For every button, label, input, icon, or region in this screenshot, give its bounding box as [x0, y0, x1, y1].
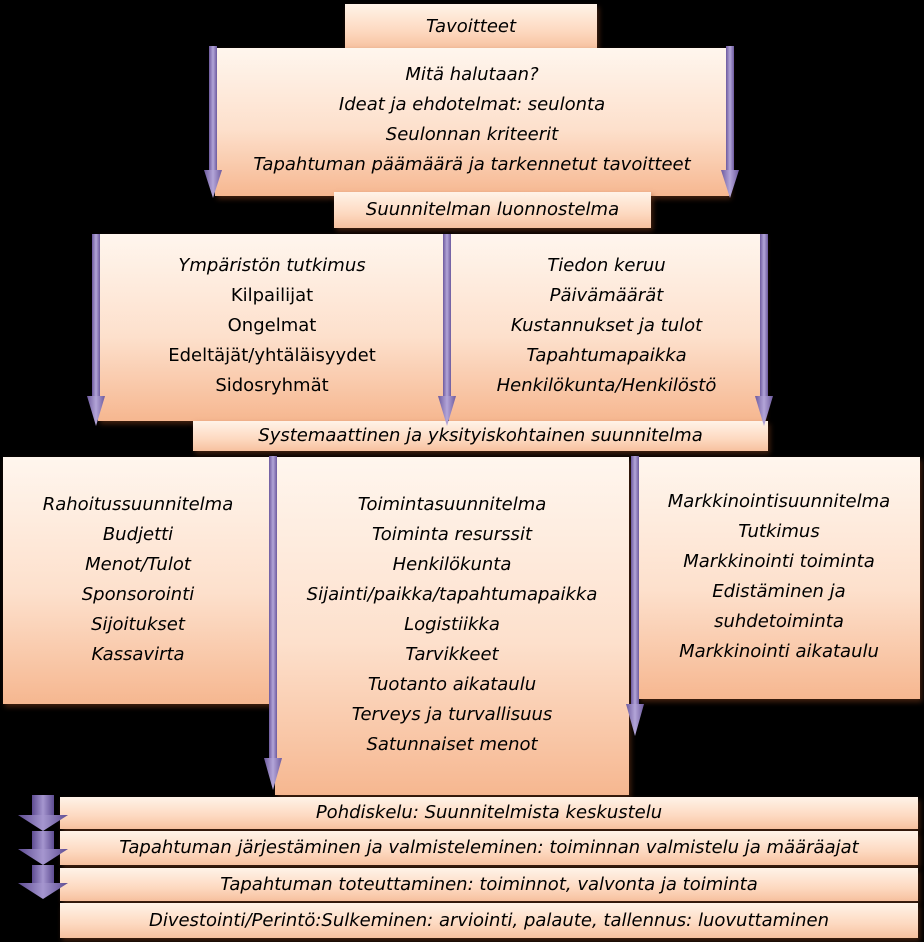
- information-gathering-box: Tiedon keruu Päivämäärät Kustannukset ja…: [449, 234, 764, 421]
- operations-line: Logistiikka: [404, 614, 500, 635]
- step-execution-label: Tapahtuman toteuttaminen: toiminnot, val…: [220, 873, 758, 895]
- environment-research-box: Ympäristön tutkimus Kilpailijat Ongelmat…: [98, 234, 446, 421]
- info-line: Päivämäärät: [549, 285, 664, 306]
- goals-box: Mitä halutaan? Ideat ja ehdotelmat: seul…: [215, 48, 729, 196]
- marketing-line: Markkinointi toiminta: [683, 551, 875, 572]
- goals-line: Ideat ja ehdotelmat: seulonta: [338, 94, 606, 115]
- marketing-line: suhdetoiminta: [714, 611, 844, 632]
- operations-line: Toiminta resurssit: [371, 524, 532, 545]
- finance-line: Menot/Tulot: [85, 554, 191, 575]
- operations-line: Sijainti/paikka/tapahtumapaikka: [306, 584, 598, 605]
- step-closing-bar: Divestointi/Perintö:Sulkeminen: arvioint…: [60, 903, 918, 938]
- systematic-plan-box: Systemaattinen ja yksityiskohtainen suun…: [193, 421, 768, 451]
- marketing-line: Markkinointisuunnitelma: [667, 491, 891, 512]
- systematic-plan-title: Systemaattinen ja yksityiskohtainen suun…: [258, 425, 703, 446]
- research-line: Kilpailijat: [230, 285, 314, 306]
- finance-line: Sponsorointi: [81, 584, 195, 605]
- operations-line: Tuotanto aikataulu: [367, 674, 537, 695]
- arrow-down-icon: [264, 456, 282, 790]
- info-line: Tiedon keruu: [547, 255, 666, 276]
- stacked-arrows-icon: [18, 795, 68, 899]
- goals-line: Tapahtuman päämäärä ja tarkennetut tavoi…: [253, 154, 691, 175]
- goals-line: Mitä halutaan?: [405, 64, 539, 85]
- info-line: Henkilökunta/Henkilöstö: [496, 375, 717, 396]
- info-line: Tapahtumapaikka: [526, 345, 687, 366]
- finance-plan-box: Rahoitussuunnitelma Budjetti Menot/Tulot…: [3, 457, 273, 704]
- marketing-line: Markkinointi aikataulu: [679, 641, 879, 662]
- marketing-line: Edistäminen ja: [712, 581, 846, 602]
- arrow-down-icon: [721, 46, 739, 198]
- operations-line: Terveys ja turvallisuus: [351, 704, 553, 725]
- operations-line: Toimintasuunnitelma: [357, 494, 547, 515]
- step-reflection-bar: Pohdiskelu: Suunnitelmista keskustelu: [60, 797, 918, 829]
- operations-plan-box: Toimintasuunnitelma Toiminta resurssit H…: [275, 457, 629, 795]
- finance-line: Budjetti: [102, 524, 174, 545]
- goals-title: Tavoitteet: [425, 15, 517, 37]
- arrow-down-icon: [87, 234, 105, 426]
- marketing-plan-box: Markkinointisuunnitelma Tutkimus Markkin…: [638, 457, 920, 699]
- draft-plan-title: Suunnitelman luonnostelma: [365, 199, 620, 220]
- draft-plan-box: Suunnitelman luonnostelma: [334, 192, 651, 228]
- operations-line: Henkilökunta: [392, 554, 512, 575]
- arrow-down-icon: [755, 234, 773, 426]
- step-preparation-label: Tapahtuman järjestäminen ja valmistelemi…: [119, 837, 859, 858]
- step-preparation-bar: Tapahtuman järjestäminen ja valmistelemi…: [60, 831, 918, 865]
- arrow-down-icon: [204, 46, 222, 198]
- finance-line: Kassavirta: [91, 644, 185, 665]
- info-line: Kustannukset ja tulot: [510, 315, 703, 336]
- arrow-down-icon: [626, 456, 644, 736]
- operations-line: Satunnaiset menot: [366, 734, 538, 755]
- operations-line: Tarvikkeet: [405, 644, 499, 665]
- research-line: Ympäristön tutkimus: [178, 255, 366, 276]
- research-line: Edeltäjät/yhtäläisyydet: [168, 345, 376, 366]
- marketing-line: Tutkimus: [738, 521, 820, 542]
- research-line: Ongelmat: [227, 315, 317, 336]
- goals-line: Seulonnan kriteerit: [385, 124, 559, 145]
- step-closing-label: Divestointi/Perintö:Sulkeminen: arvioint…: [148, 909, 830, 931]
- arrow-down-icon: [438, 234, 456, 426]
- step-reflection-label: Pohdiskelu: Suunnitelmista keskustelu: [315, 802, 663, 823]
- research-line: Sidosryhmät: [215, 375, 329, 396]
- step-execution-bar: Tapahtuman toteuttaminen: toiminnot, val…: [60, 868, 918, 901]
- finance-line: Rahoitussuunnitelma: [42, 494, 234, 515]
- goals-title-box: Tavoitteet: [345, 4, 597, 49]
- finance-line: Sijoitukset: [91, 614, 185, 635]
